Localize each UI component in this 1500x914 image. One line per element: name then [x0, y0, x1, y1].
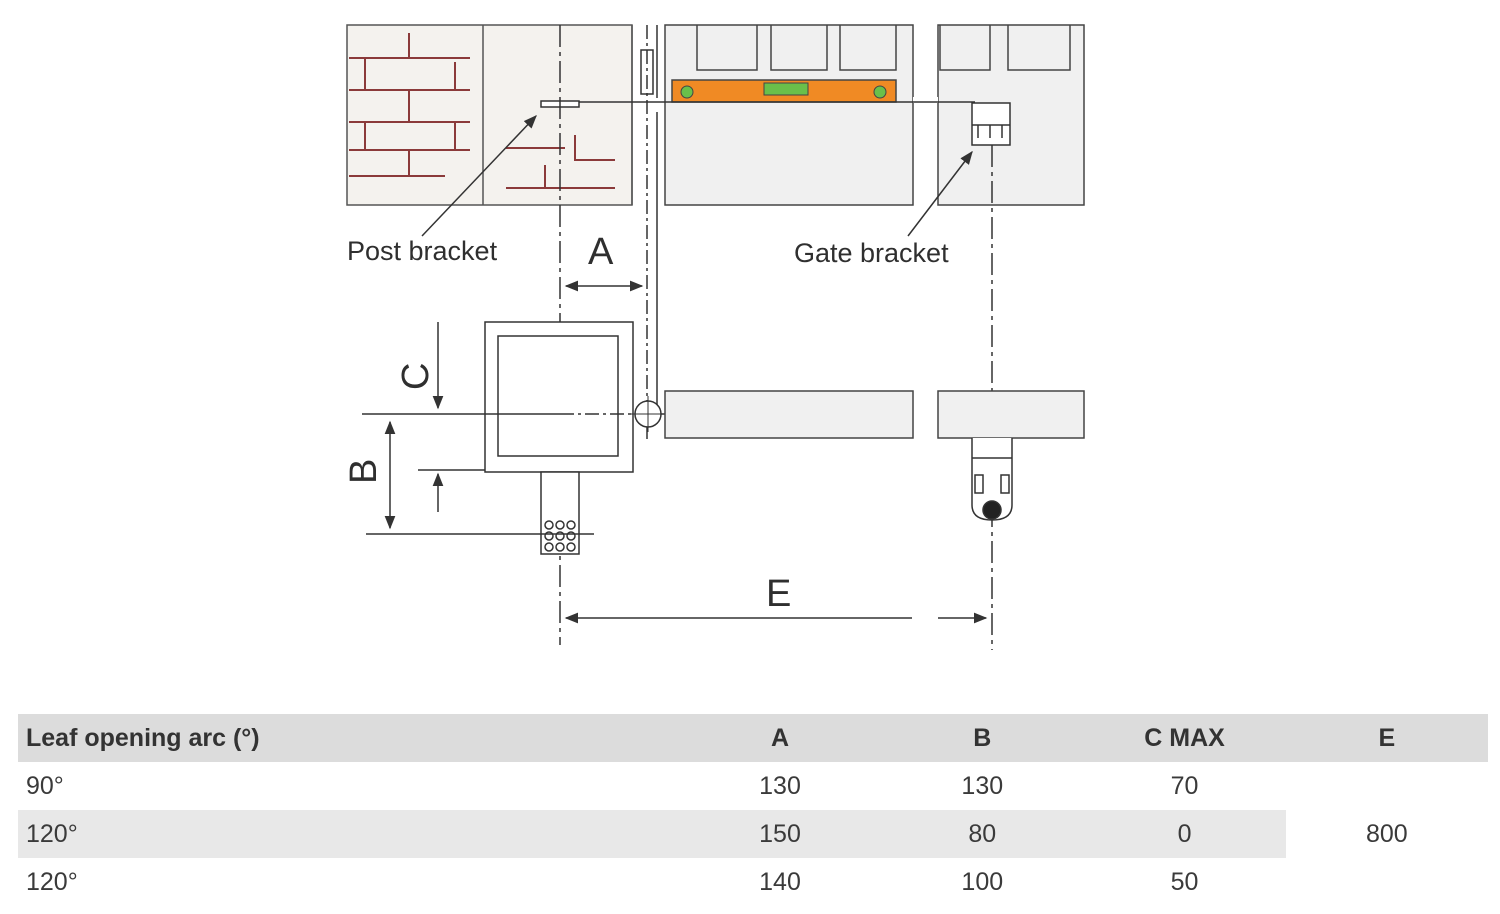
dimensions-table: Leaf opening arc (°) A B C MAX E 90° 130… [18, 714, 1488, 906]
gate-bracket-plan [971, 438, 1013, 521]
gate-bracket-label: Gate bracket [794, 238, 949, 268]
table-cell-a: 140 [759, 867, 801, 896]
dimension-b-label: B [343, 459, 385, 484]
hinge-post [640, 25, 658, 440]
dimension-a-label: A [588, 231, 614, 273]
table-header-row: Leaf opening arc (°) A B C MAX E [18, 714, 1488, 762]
header-b: B [881, 714, 1084, 762]
table-cell-arc: 120° [18, 810, 679, 858]
header-c-max: C MAX [1083, 714, 1286, 762]
post-bracket-label: Post bracket [347, 236, 498, 266]
table-cell-b: 100 [961, 867, 1004, 896]
table-row: 120° 140 100 50 [18, 858, 1488, 906]
table-cell-c-max: 50 [1170, 867, 1199, 896]
header-a: A [678, 714, 882, 762]
brick-pillar [346, 24, 633, 206]
table-cell-a: 150 [678, 810, 882, 858]
gate-bracket-top [971, 102, 1011, 146]
table-cell-c-max: 70 [1170, 771, 1199, 800]
dimension-e-label: E [766, 573, 791, 615]
table-cell-a: 130 [759, 771, 801, 800]
table-cell-b: 130 [961, 771, 1004, 800]
table-cell-c-max: 0 [1083, 810, 1286, 858]
table-row: 90° 130 130 70 800 [18, 762, 1488, 906]
header-e: E [1285, 714, 1488, 762]
gate-leaf [664, 24, 1085, 206]
gate-leaf-plan [664, 390, 1085, 439]
post-bracket-plan [540, 471, 580, 555]
pillar-section [484, 321, 634, 473]
table-cell-arc: 120° [26, 867, 78, 896]
table-cell-e-merged: 800 [1285, 762, 1488, 906]
dimension-c-label: C [395, 363, 437, 390]
table-cell-arc: 90° [26, 771, 64, 800]
table-cell-b: 80 [881, 810, 1084, 858]
header-leaf-opening-arc: Leaf opening arc (°) [18, 714, 679, 762]
spirit-level [671, 79, 897, 103]
installation-diagram: Post bracket Gate bracket A [343, 24, 1085, 650]
table-row: 120° 150 80 0 [18, 810, 1488, 858]
